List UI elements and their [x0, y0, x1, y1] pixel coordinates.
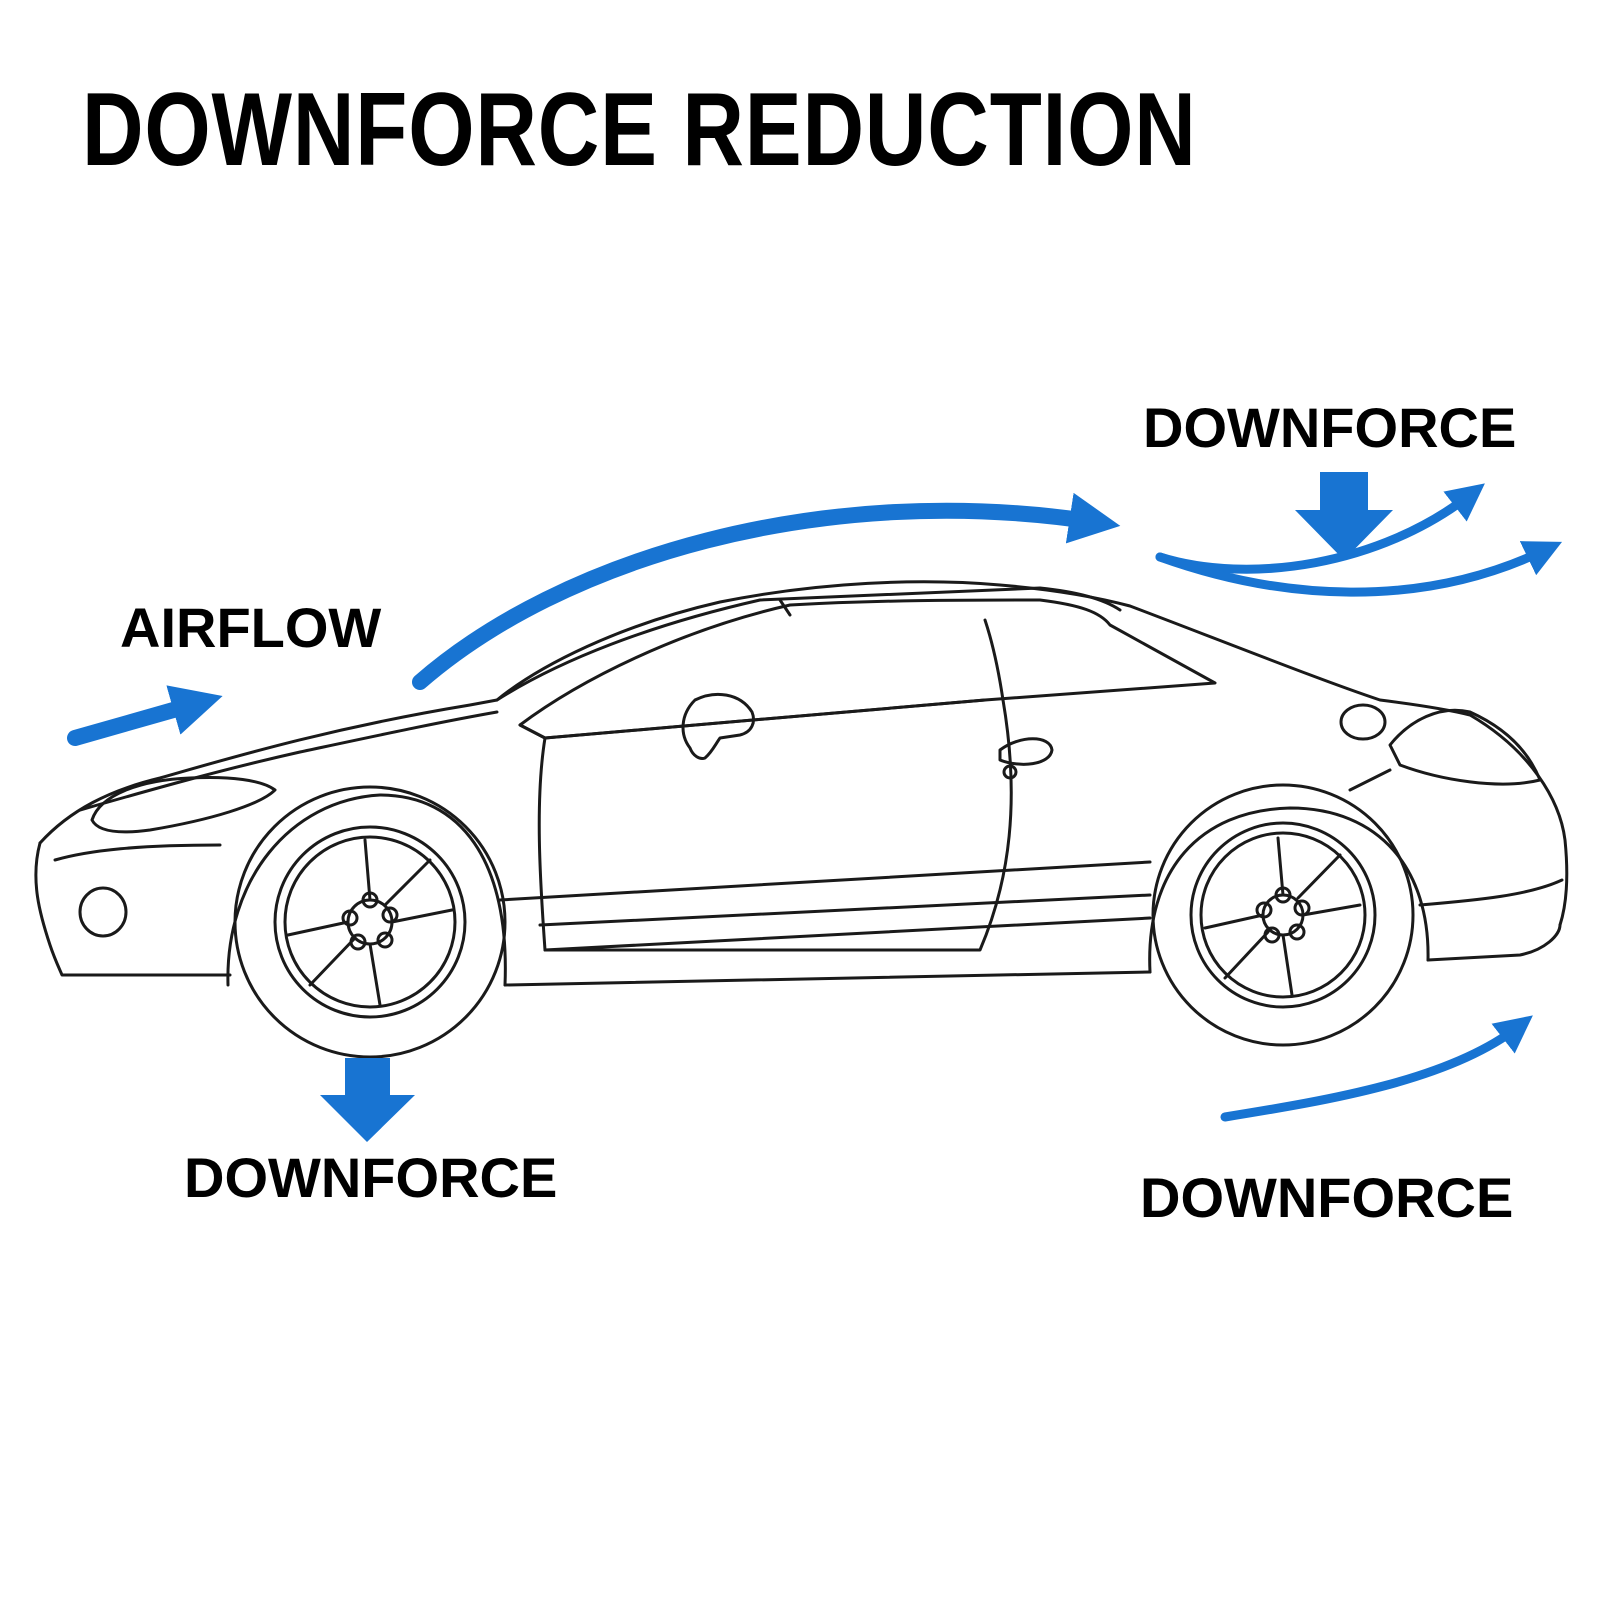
car-body-upper	[38, 580, 1569, 927]
downforce-label-top: DOWNFORCE	[1143, 396, 1517, 459]
car-fuel-cap	[1339, 703, 1387, 741]
car-roof-inner	[495, 586, 1122, 702]
car-front-bumper	[34, 841, 232, 977]
downforce-arrow-top	[1295, 472, 1393, 560]
car-sill-bottom	[503, 970, 1152, 987]
car-tail-light	[1388, 708, 1542, 786]
car-rear-body	[1426, 923, 1562, 962]
downforce-label-bottom-right: DOWNFORCE	[1140, 1166, 1514, 1229]
car-sill-lower	[543, 916, 1152, 952]
car-door-lock	[1002, 764, 1018, 780]
diagram-title: DOWNFORCE REDUCTION	[82, 72, 1197, 188]
car-mirror	[681, 692, 755, 760]
car-window-frame	[518, 598, 1217, 740]
car-sill-mid	[538, 893, 1152, 927]
flow-arrows	[67, 472, 1563, 1142]
car-front-arch	[226, 793, 507, 987]
car-door	[537, 698, 1013, 952]
car-sill-top	[498, 860, 1152, 902]
underbody-airflow-arrow	[1220, 1015, 1533, 1122]
rear-airflow-arrow-lower	[1155, 541, 1563, 597]
airflow-arrow	[67, 685, 223, 746]
car-rear-crease	[1348, 768, 1392, 792]
front-wheel	[233, 785, 507, 1059]
car-door-handle	[998, 737, 1054, 766]
downforce-arrow-bottom-left	[320, 1058, 415, 1142]
car-headlight	[90, 776, 277, 834]
roof-airflow-arrow	[412, 492, 1121, 690]
downforce-label-bottom-left: DOWNFORCE	[184, 1146, 558, 1209]
car-b-pillar	[983, 618, 1005, 702]
car-front-window-edge	[778, 598, 792, 617]
rear-wheel	[1151, 783, 1415, 1047]
car-hood-line	[78, 710, 499, 812]
car-fog-light	[78, 886, 128, 938]
car-rear-bumper-line	[1418, 878, 1564, 907]
car-bumper-line	[53, 843, 222, 862]
airflow-label: AIRFLOW	[120, 596, 382, 659]
car-outline	[34, 580, 1569, 987]
rear-airflow-arrow-upper	[1155, 483, 1485, 574]
car-rear-arch	[1148, 806, 1430, 974]
